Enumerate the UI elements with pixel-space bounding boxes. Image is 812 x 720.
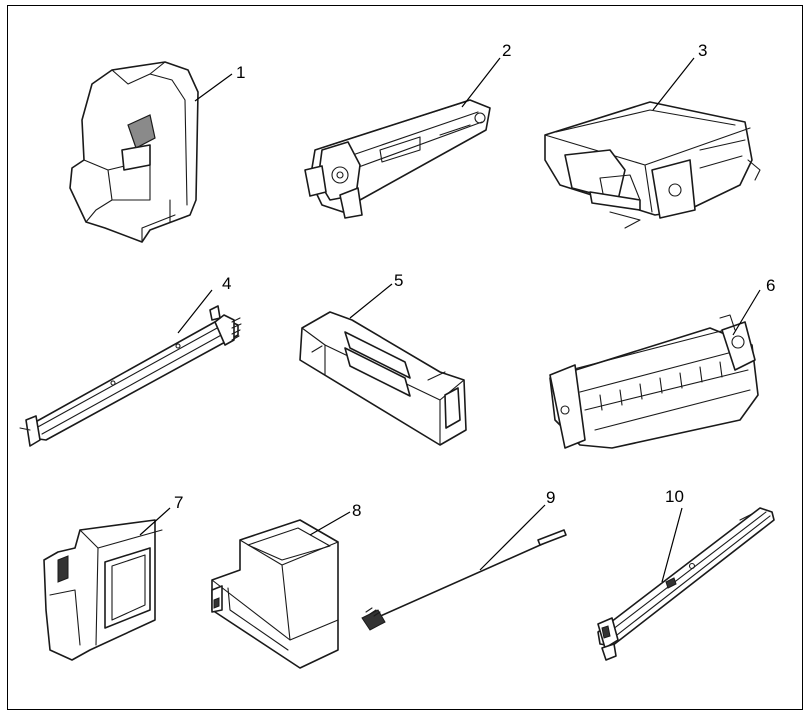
callout-3: 3: [698, 41, 707, 60]
part-3-transfer-belt: [544, 101, 761, 229]
part-5-waste-toner-bottle: [299, 311, 467, 446]
part-2-imaging-unit: [304, 99, 491, 219]
callout-6: 6: [766, 276, 775, 295]
part-4-transfer-roller: [19, 305, 242, 447]
callout-1: 1: [236, 63, 245, 82]
part-10-bar-assembly: [597, 507, 775, 661]
part-6-fuser-unit: [549, 314, 759, 449]
leader-4: [177, 289, 213, 334]
callout-10: 10: [665, 487, 684, 506]
callout-5: 5: [394, 271, 403, 290]
callout-8: 8: [352, 501, 361, 520]
leader-1: [194, 73, 233, 102]
leader-5: [349, 283, 393, 319]
callout-9: 9: [546, 488, 555, 507]
leader-2: [461, 57, 501, 108]
leader-8: [309, 511, 351, 536]
leader-3: [652, 57, 695, 111]
leader-6: [732, 289, 761, 336]
part-8-drawer-box: [211, 519, 339, 669]
callout-4: 4: [222, 274, 231, 293]
part-1-toner-cartridge: [69, 61, 199, 243]
callout-2: 2: [502, 41, 511, 60]
callout-7: 7: [174, 493, 183, 512]
part-9-cleaning-rod: [361, 529, 567, 631]
leader-9: [479, 504, 546, 571]
part-7-ozone-filter: [43, 519, 163, 661]
leader-7: [139, 507, 171, 536]
leader-10: [661, 507, 683, 583]
